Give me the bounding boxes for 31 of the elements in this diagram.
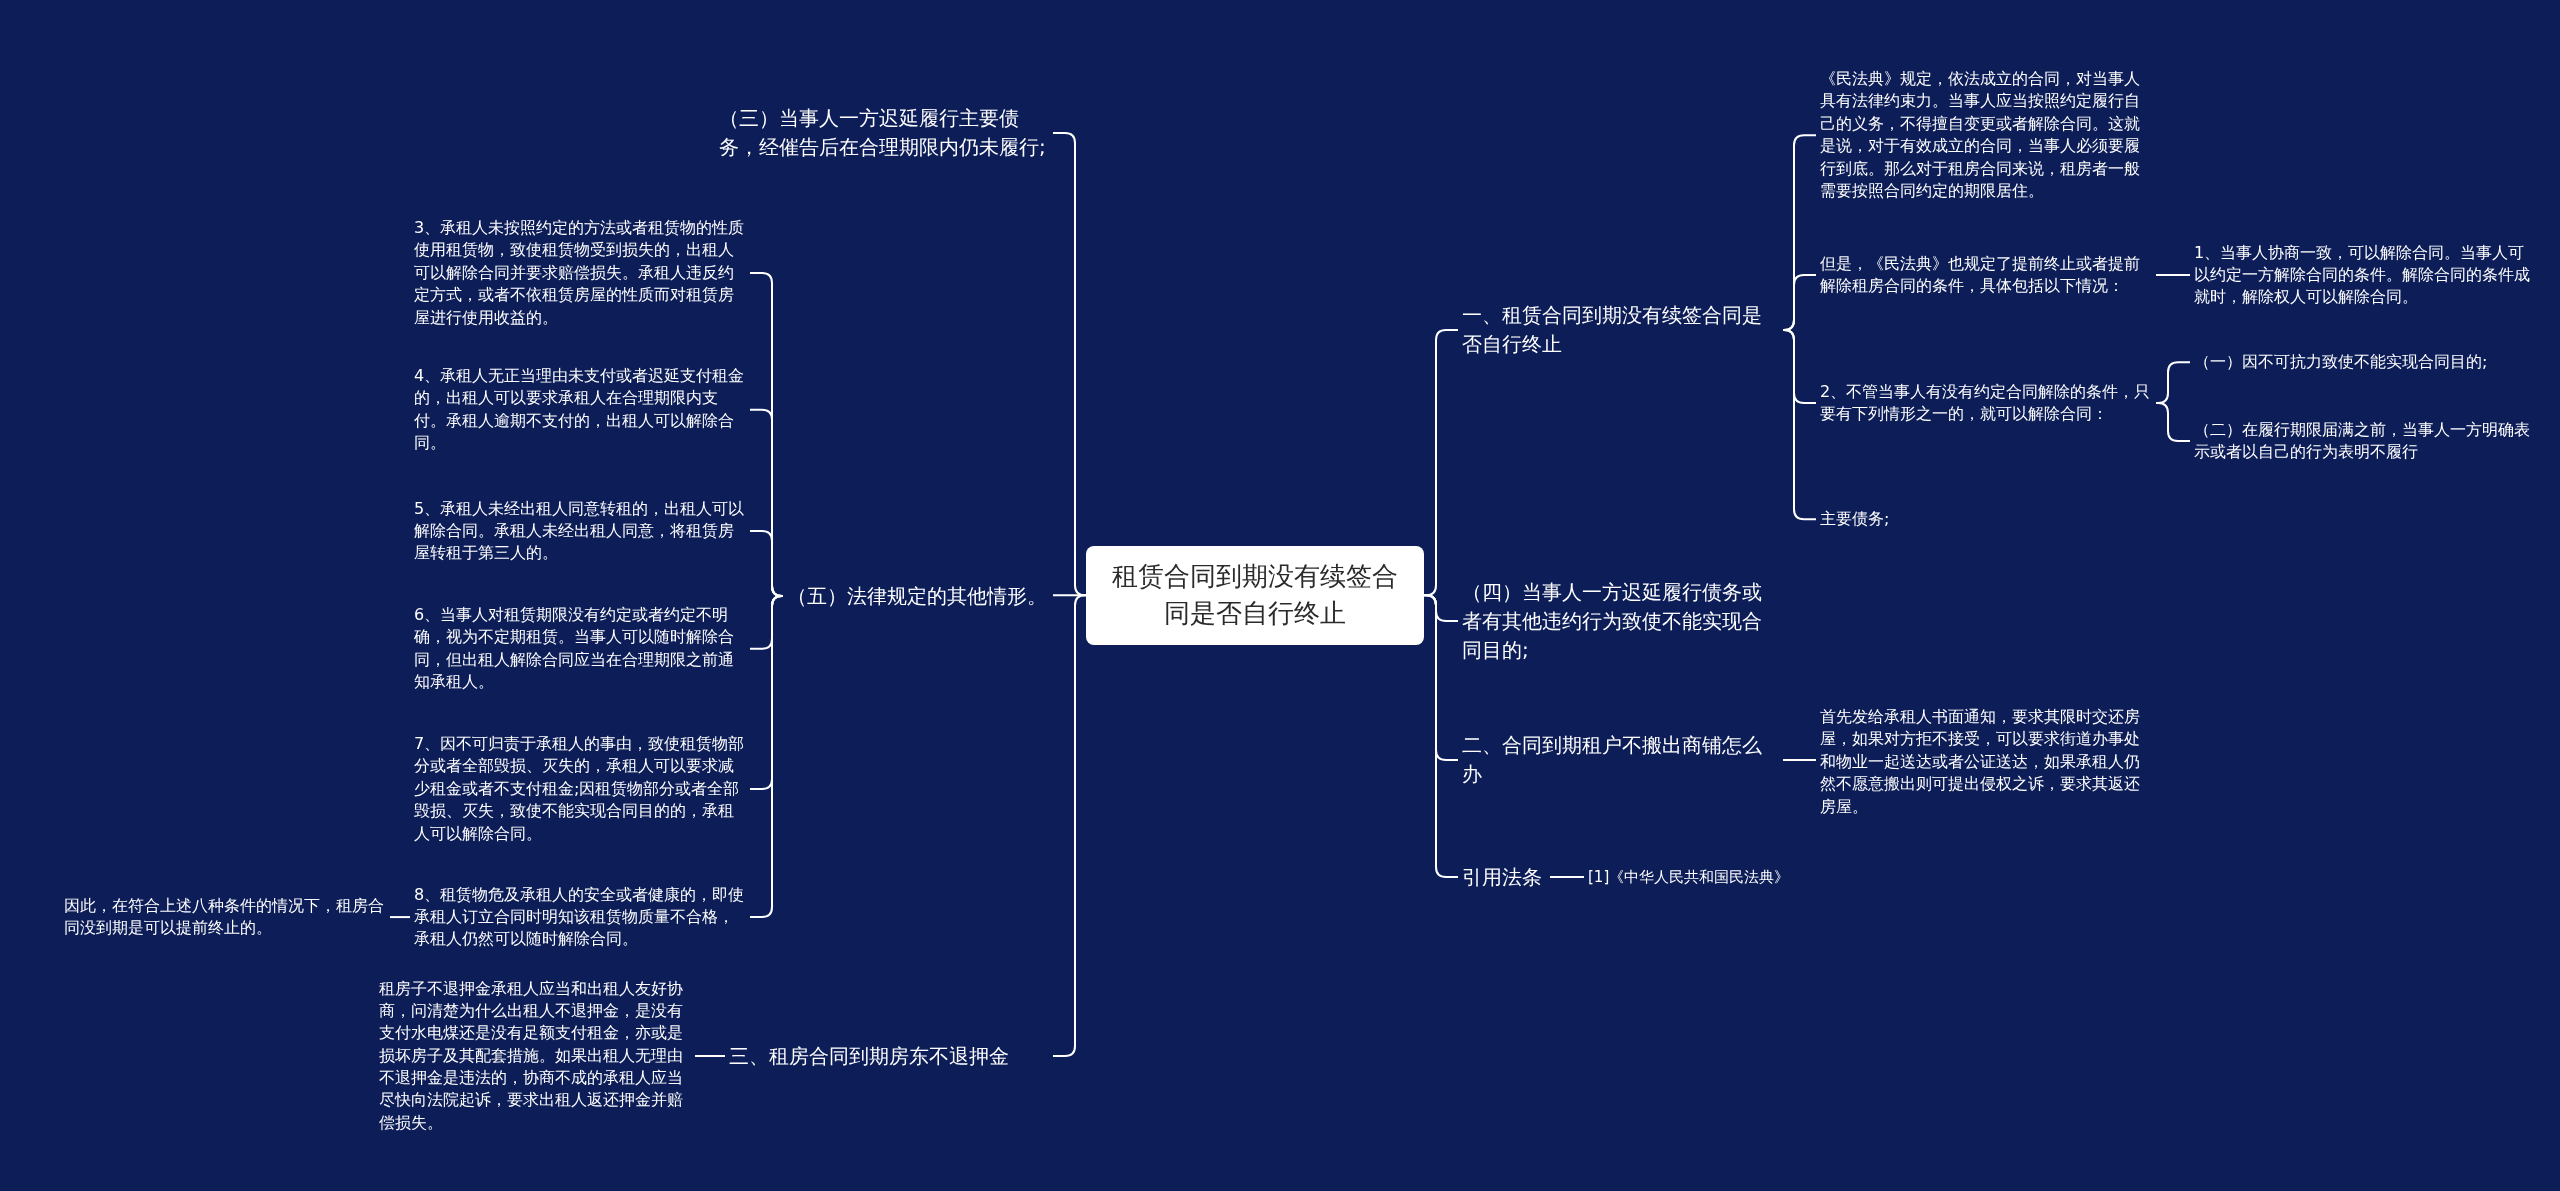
detail-text: 5、承租人未经出租人同意转租的，出租人可以解除合同。承租人未经出租人同意，将租赁房屋转租于第三人的。 bbox=[410, 495, 750, 567]
detail-text: （二）在履行期限届满之前，当事人一方明确表示或者以自己的行为表明不履行 bbox=[2190, 416, 2535, 466]
detail-text: 主要债务; bbox=[1816, 506, 2156, 533]
detail-text: 租房子不退押金承租人应当和出租人友好协商，问清楚为什么出租人不退押金，是没有支付水电煤还是没有足额支付租金，亦或是损坏房子及其配套措施。如果出租人无理由不退押金是违法的，协商不成的承租人应当尽快向法院起诉，要求出租人返还押金并赔偿损失。 bbox=[375, 975, 695, 1137]
detail-text: 首先发给承租人书面通知，要求其限时交还房屋，如果对方拒不接受，可以要求街道办事处和物业一起送达或者公证送达，如果承租人仍然不愿意搬出则可提出侵权之诉，要求其返还房屋。 bbox=[1816, 704, 2156, 820]
detail-text: 4、承租人无正当理由未支付或者迟延支付租金的，出租人可以要求承租人在合理期限内支付。承租人逾期不支付的，出租人可以解除合同。 bbox=[410, 363, 750, 457]
branch-topic-text: （五）法律规定的其他情形。 bbox=[783, 579, 1053, 613]
detail-text: 1、当事人协商一致，可以解除合同。当事人可以约定一方解除合同的条件。解除合同的条件成就时，解除权人可以解除合同。 bbox=[2190, 239, 2535, 311]
detail-text: 7、因不可归责于承租人的事由，致使租赁物部分或者全部毁损、灭失的，承租人可以要求减少租金或者不支付租金;因租赁物部分或者全部毁损、灭失，致使不能实现合同目的的，承租人可以解除合同。 bbox=[410, 731, 750, 847]
detail-text: [1]《中华人民共和国民法典》 bbox=[1584, 864, 1834, 890]
detail-text: 《民法典》规定，依法成立的合同，对当事人具有法律约束力。当事人应当按照约定履行自己的义务，不得擅自变更或者解除合同。这就是说，对于有效成立的合同，当事人必须要履行到底。那么对于租房合同来说，租房者一般需要按照合同约定的期限居住。 bbox=[1816, 66, 2156, 205]
branch-topic-text: （四）当事人一方迟延履行债务或者有其他违约行为致使不能实现合同目的; bbox=[1458, 575, 1783, 667]
central-topic-box: 租赁合同到期没有续签合同是否自行终止 bbox=[1086, 545, 1424, 645]
branch-topic-text: 二、合同到期租户不搬出商铺怎么办 bbox=[1458, 729, 1783, 791]
branch-topic-text: 三、租房合同到期房东不退押金 bbox=[725, 1039, 1053, 1073]
detail-text: 2、不管当事人有没有约定合同解除的条件，只要有下列情形之一的，就可以解除合同： bbox=[1816, 378, 2156, 428]
detail-text: 但是，《民法典》也规定了提前终止或者提前解除租房合同的条件，具体包括以下情况： bbox=[1816, 250, 2156, 300]
detail-text: 因此，在符合上述八种条件的情况下，租房合同没到期是可以提前终止的。 bbox=[60, 892, 390, 942]
connector-line bbox=[1782, 759, 1817, 761]
detail-text: 8、租赁物危及承租人的安全或者健康的，即使承租人订立合同时明知该租赁物质量不合格，承租人仍然可以随时解除合同。 bbox=[410, 881, 750, 953]
detail-text: 3、承租人未按照约定的方法或者租赁物的性质使用租赁物，致使租赁物受到损失的，出租人可以解除合同并要求赔偿损失。承租人违反约定方式，或者不依租赁房屋的性质而对租赁房屋进行使用收益的。 bbox=[410, 215, 750, 331]
connector-line bbox=[2155, 273, 2191, 276]
connector-line bbox=[389, 916, 411, 919]
connector-line bbox=[694, 1055, 726, 1057]
detail-text: 6、当事人对租赁期限没有约定或者约定不明确，视为不定期租赁。当事人可以随时解除合同，但出租人解除合同应当在合理期限之前通知承租人。 bbox=[410, 602, 750, 696]
connector-line bbox=[1549, 876, 1585, 878]
connector-line bbox=[2155, 401, 2191, 442]
branch-topic-text: 引用法条 bbox=[1458, 860, 1550, 894]
branch-topic-text: （三）当事人一方迟延履行主要债务，经催告后在合理期限内仍未履行; bbox=[715, 102, 1053, 164]
branch-topic-text: 一、租赁合同到期没有续签合同是否自行终止 bbox=[1458, 299, 1783, 361]
detail-text: （一）因不可抗力致使不能实现合同目的; bbox=[2190, 349, 2535, 376]
